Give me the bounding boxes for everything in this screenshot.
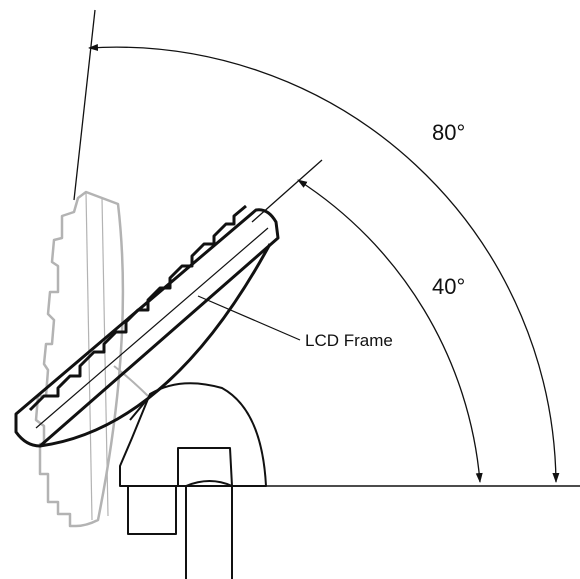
arc-80-degree — [88, 43, 560, 483]
lcd-panel-40-degree — [14, 204, 280, 448]
stand-base — [119, 382, 267, 579]
angle-arcs — [88, 43, 560, 483]
line-80-degree — [73, 9, 96, 201]
angle-label-80: 80° — [432, 120, 466, 145]
line-40-degree — [251, 159, 323, 223]
angle-label-40: 40° — [432, 274, 466, 299]
panel-tilted-80-ghost — [34, 190, 151, 528]
lcd-frame-label: LCD Frame — [305, 331, 393, 350]
arc-40-degree — [297, 179, 483, 483]
reference-lines — [73, 9, 580, 487]
lcd-frame-leader-line — [197, 295, 301, 341]
